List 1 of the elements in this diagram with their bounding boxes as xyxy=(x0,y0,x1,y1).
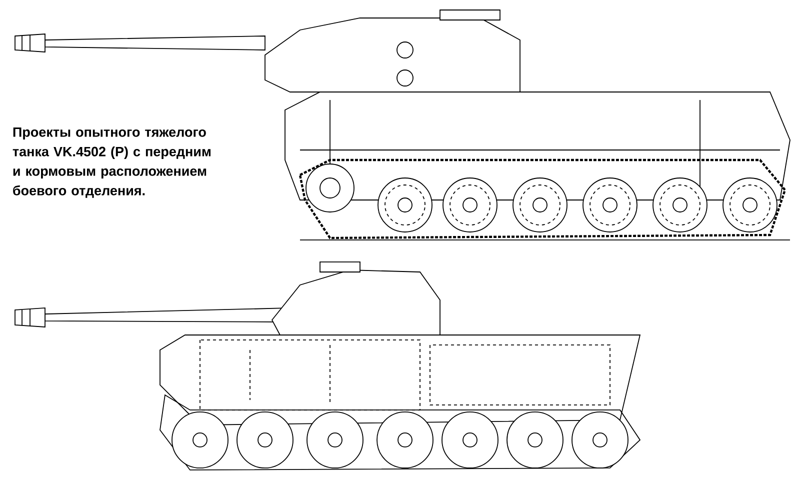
caption: Проекты опытного тяжелого танка VK.4502 (P) с передним и кормовым расположением боевого отделения. xyxy=(12,127,210,198)
